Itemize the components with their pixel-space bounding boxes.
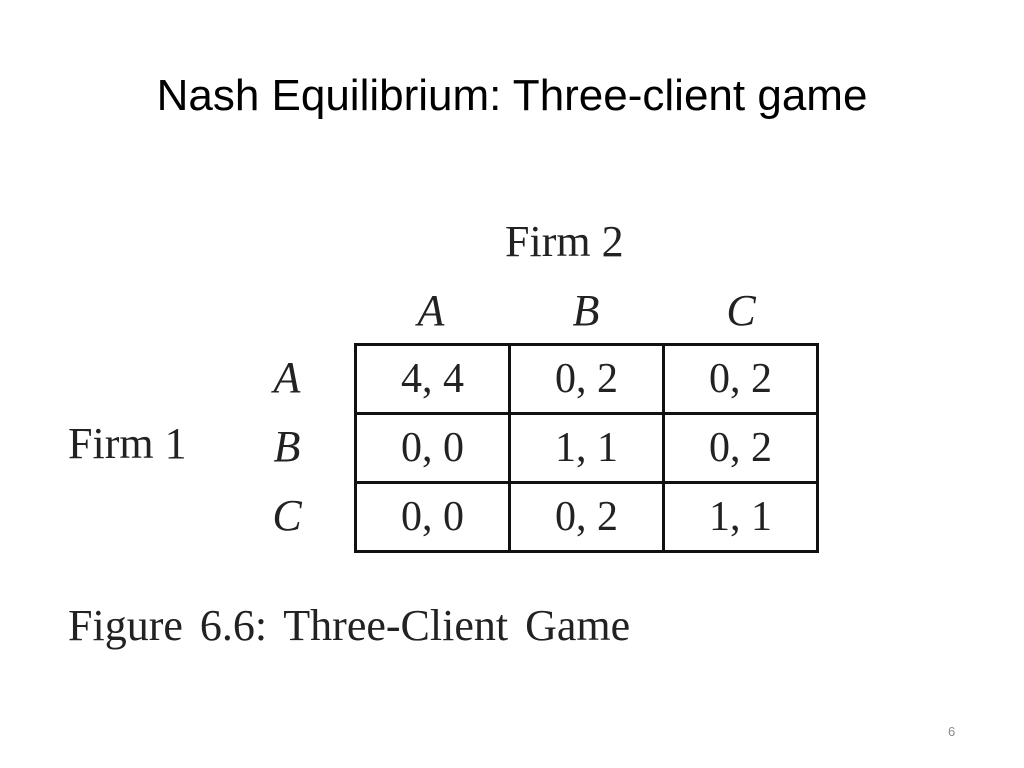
column-strategy-c: C [726,286,756,335]
payoff-cell-b-c: 0, 2 [662,412,819,484]
row-strategy-c: C [272,491,302,540]
row-player-label: Firm 1 [68,419,187,468]
payoff-row-b: 0, 0 1, 1 0, 2 [354,412,819,484]
row-strategy-b: B [273,422,301,471]
payoff-row-c: 0, 0 0, 2 1, 1 [354,481,819,553]
payoff-cell-a-b: 0, 2 [508,343,665,415]
payoff-cell-c-a: 0, 0 [354,481,511,553]
column-strategy-b: B [572,286,600,335]
column-player-label: Firm 2 [505,217,624,266]
payoff-cell-b-b: 1, 1 [508,412,665,484]
payoff-cell-c-c: 1, 1 [662,481,819,553]
payoff-row-a: 4, 4 0, 2 0, 2 [354,343,819,415]
slide-title: Nash Equilibrium: Three-client game [156,71,868,120]
row-strategy-a: A [273,353,301,402]
figure-caption: Figure 6.6: Three-Client Game [68,601,631,650]
payoff-cell-a-a: 4, 4 [354,343,511,415]
payoff-cell-c-b: 0, 2 [508,481,665,553]
payoff-cell-a-c: 0, 2 [662,343,819,415]
slide-number: 6 [948,724,956,739]
column-strategy-a: A [417,286,445,335]
payoff-table: 4, 4 0, 2 0, 2 0, 0 1, 1 0, 2 0, 0 0, 2 … [354,343,819,553]
payoff-cell-b-a: 0, 0 [354,412,511,484]
